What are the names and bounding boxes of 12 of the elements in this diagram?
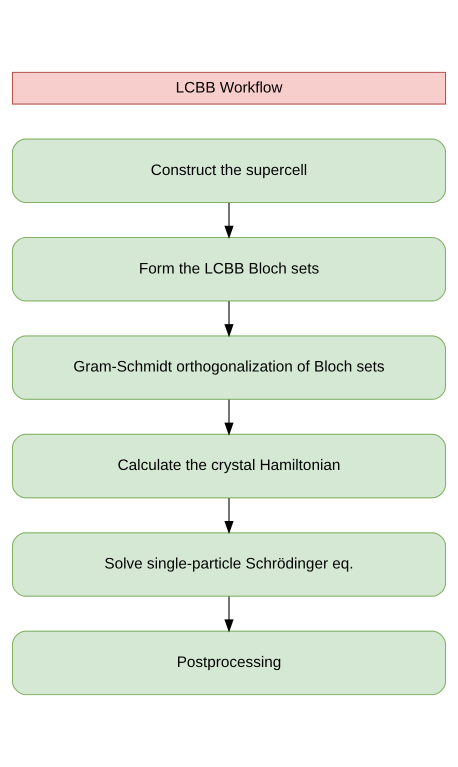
arrow: [224, 202, 234, 239]
arrow: [224, 596, 234, 633]
node-box: Gram-Schmidt orthogonalization of Bloch sets: [12, 335, 446, 400]
node-box: Postprocessing: [12, 630, 446, 696]
arrow: [224, 400, 234, 436]
node-box: Solve single-particle Schrödinger eq.: [12, 532, 446, 597]
node-box: Calculate the crystal Hamiltonian: [12, 434, 446, 498]
node-box: LCBB Workflow: [12, 72, 446, 105]
node-box: Construct the supercell: [12, 138, 446, 204]
arrow: [224, 301, 234, 338]
arrow: [224, 498, 234, 534]
node-box: Form the LCBB Bloch sets: [12, 236, 446, 302]
